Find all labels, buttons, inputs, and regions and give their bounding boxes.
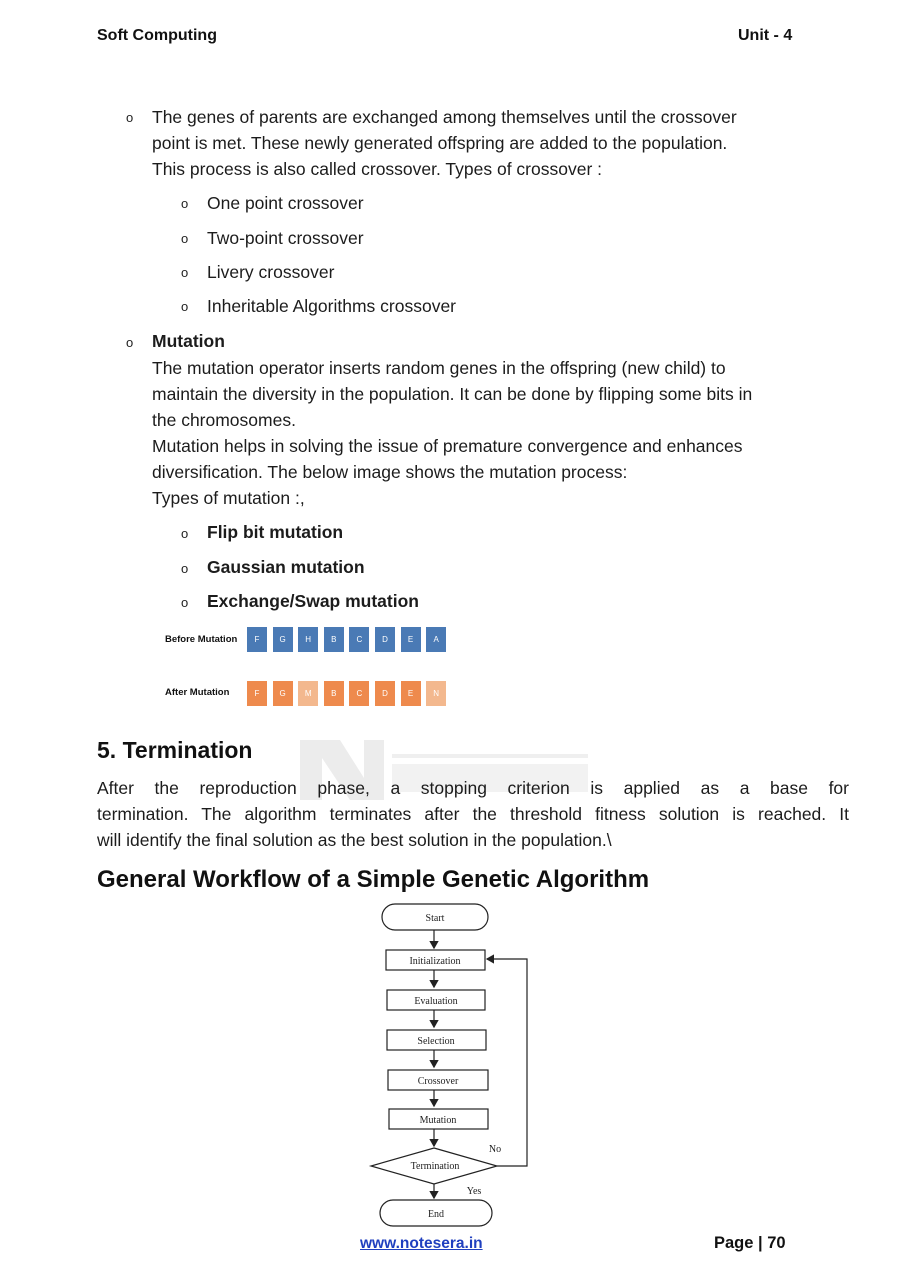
evaluation-text: Evaluation bbox=[414, 996, 457, 1007]
bullet-marker: o bbox=[181, 299, 189, 314]
crossover-text: Crossover bbox=[418, 1076, 459, 1087]
crossover-type-4: Inheritable Algorithms crossover bbox=[207, 296, 456, 316]
evaluation-box bbox=[386, 989, 486, 1011]
end-terminator bbox=[379, 1199, 493, 1227]
unit-label: Unit - 4 bbox=[738, 27, 793, 44]
before-mutation-label: Before Mutation bbox=[165, 634, 238, 645]
crossover-type-2: Two-point crossover bbox=[207, 228, 364, 248]
bullet-marker: o bbox=[181, 265, 189, 280]
bullet-marker: o bbox=[181, 595, 189, 610]
mutation-line-5: diversification. The below image shows t… bbox=[152, 462, 628, 482]
workflow-heading: General Workflow of a Simple Genetic Alg… bbox=[97, 866, 650, 893]
after-mutation-label: After Mutation bbox=[165, 687, 230, 698]
termination-heading: 5. Termination bbox=[97, 737, 253, 763]
bullet-marker: o bbox=[181, 196, 189, 211]
page-number: Page | 70 bbox=[714, 1234, 786, 1252]
bullet-marker: o bbox=[181, 561, 189, 576]
termination-line-1: After the reproduction phase, a stopping… bbox=[97, 778, 849, 798]
crossover-type-1: One point crossover bbox=[207, 193, 364, 213]
initialization-text: Initialization bbox=[409, 956, 460, 967]
crossover-line-2: point is met. These newly generated offs… bbox=[152, 133, 728, 153]
after-gene-cell: M bbox=[298, 681, 319, 706]
mutation-line-6: Types of mutation :, bbox=[152, 488, 305, 508]
before-gene-cell: A bbox=[426, 627, 447, 652]
selection-box bbox=[386, 1029, 487, 1051]
mutation-type-3: Exchange/Swap mutation bbox=[207, 591, 419, 611]
after-gene-cell: F bbox=[247, 681, 267, 706]
after-gene-cell: B bbox=[323, 681, 344, 706]
bullet-marker: o bbox=[126, 110, 134, 125]
before-gene-cell: B bbox=[323, 627, 344, 652]
before-gene-cell: E bbox=[400, 627, 421, 652]
before-gene-cell: F bbox=[247, 627, 267, 652]
selection-text: Selection bbox=[417, 1036, 454, 1047]
after-gene-cell: E bbox=[400, 681, 421, 706]
before-gene-cell: D bbox=[375, 627, 395, 652]
termination-text: Termination bbox=[411, 1161, 460, 1172]
after-gene-cell: D bbox=[375, 681, 395, 706]
before-gene-cell: G bbox=[272, 627, 293, 652]
website-link[interactable]: www.notesera.in bbox=[360, 1235, 483, 1252]
after-gene-cell: N bbox=[426, 681, 447, 706]
bullet-marker: o bbox=[181, 231, 189, 246]
mutation-line-4: Mutation helps in solving the issue of p… bbox=[152, 436, 743, 456]
mutation-line-3: the chromosomes. bbox=[152, 410, 296, 430]
initialization-box bbox=[385, 949, 486, 971]
after-gene-cell: G bbox=[272, 681, 293, 706]
bullet-marker: o bbox=[126, 335, 134, 350]
termination-line-3: will identify the final solution as the … bbox=[97, 830, 612, 850]
crossover-line-1: The genes of parents are exchanged among… bbox=[152, 107, 737, 127]
no-label: No bbox=[489, 1144, 501, 1155]
before-gene-cell: C bbox=[349, 627, 370, 652]
mutation-box bbox=[388, 1108, 489, 1130]
before-gene-cell: H bbox=[298, 627, 319, 652]
mutation-type-2: Gaussian mutation bbox=[207, 557, 365, 577]
bullet-marker: o bbox=[181, 526, 189, 541]
yes-label: Yes bbox=[467, 1186, 482, 1197]
start-terminator bbox=[381, 903, 489, 931]
start-text: Start bbox=[426, 913, 445, 924]
mutation-type-1: Flip bit mutation bbox=[207, 522, 344, 542]
crossover-type-3: Livery crossover bbox=[207, 262, 335, 282]
after-gene-cell: C bbox=[349, 681, 370, 706]
document-subject: Soft Computing bbox=[97, 27, 217, 44]
mutation-line-1: The mutation operator inserts random gen… bbox=[152, 358, 726, 378]
mutation-line-2: maintain the diversity in the population… bbox=[152, 384, 753, 404]
termination-line-2: termination. The algorithm terminates af… bbox=[97, 804, 849, 824]
end-text: End bbox=[428, 1209, 444, 1220]
crossover-box bbox=[387, 1069, 489, 1091]
mutation-title: Mutation bbox=[152, 331, 225, 351]
crossover-line-3: This process is also called crossover. T… bbox=[152, 159, 602, 179]
no-loop-line bbox=[485, 954, 528, 1167]
mutation-text: Mutation bbox=[420, 1115, 457, 1126]
